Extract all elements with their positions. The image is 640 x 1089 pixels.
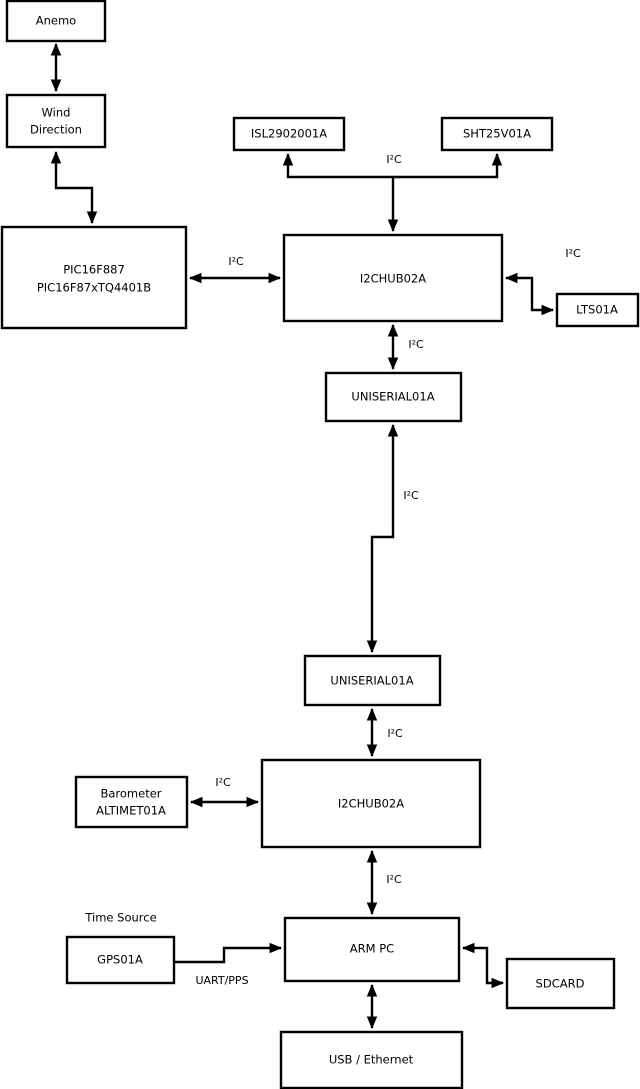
- edge-label-uniserial-bottom-hub: I²C: [387, 727, 403, 740]
- edge-arm-sdcard: [462, 942, 504, 989]
- node-usb-ethernet[interactable]: USB / Ethernet: [279, 1030, 464, 1089]
- node-gps01a[interactable]: GPS01A: [65, 935, 176, 985]
- node-label-gps01a: GPS01A: [97, 953, 143, 967]
- node-sdcard[interactable]: SDCARD: [505, 957, 616, 1010]
- node-label-barometer-line1: Barometer: [100, 787, 161, 801]
- node-label-pic-line2: PIC16F87xTQ4401B: [37, 281, 151, 295]
- node-label-uniserial01a-top: UNISERIAL01A: [351, 390, 434, 404]
- edge-label-isl-sht-bus: I²C: [386, 153, 402, 166]
- node-label-pic-line1: PIC16F887: [63, 263, 125, 277]
- node-label-barometer-line2: ALTIMET01A: [96, 804, 166, 818]
- node-arm-pc[interactable]: ARM PC: [283, 916, 461, 983]
- node-label-i2chub02a-top: I2CHUB02A: [360, 272, 426, 286]
- node-label-sht25v01a: SHT25V01A: [463, 127, 531, 141]
- edge-label-pic-hub: I²C: [228, 255, 244, 268]
- edge-hub-isl-sht: I²C: [282, 153, 503, 232]
- node-i2chub02a-top[interactable]: I2CHUB02A: [282, 233, 504, 323]
- edge-gps-arm: UART/PPS: [174, 942, 282, 987]
- edge-label-gps-arm: UART/PPS: [195, 974, 248, 987]
- node-i2chub02a-bottom[interactable]: I2CHUB02A: [260, 758, 482, 849]
- edge-uniserial-bottom-hub: I²C: [366, 708, 403, 757]
- node-lts01a[interactable]: LTS01A: [555, 292, 640, 328]
- node-isl2902001a[interactable]: ISL2902001A: [232, 116, 346, 152]
- edge-barometer-hub: I²C: [190, 776, 259, 808]
- edge-label-barometer-hub: I²C: [215, 776, 231, 789]
- node-label-i2chub02a-bottom: I2CHUB02A: [338, 797, 404, 811]
- edge-label-hub-lts: I²C: [565, 247, 581, 260]
- edge-hub-arm: I²C: [366, 850, 402, 915]
- node-sht25v01a[interactable]: SHT25V01A: [440, 116, 554, 152]
- node-barometer-altimet01a[interactable]: Barometer ALTIMET01A: [74, 775, 189, 829]
- node-label-lts01a: LTS01A: [576, 303, 618, 317]
- node-label-arm-pc: ARM PC: [350, 942, 394, 956]
- node-uniserial01a-top[interactable]: UNISERIAL01A: [324, 371, 463, 423]
- edge-hub-uniserial-top: I²C: [387, 324, 424, 370]
- node-label-sdcard: SDCARD: [536, 977, 585, 991]
- edge-pic-hub-top: I²C: [189, 255, 281, 284]
- edge-pic-wind-direction: [50, 151, 98, 224]
- node-label-uniserial01a-bottom: UNISERIAL01A: [330, 674, 413, 688]
- node-uniserial01a-bottom[interactable]: UNISERIAL01A: [303, 654, 442, 707]
- node-pic-microcontroller[interactable]: PIC16F887 PIC16F87xTQ4401B: [0, 225, 188, 330]
- edge-label-uniserial-link: I²C: [403, 489, 419, 502]
- node-label-isl2902001a: ISL2902001A: [251, 127, 327, 141]
- edge-uniserial-link: I²C: [366, 424, 419, 653]
- edge-hub-lts: I²C: [505, 247, 581, 316]
- node-label-anemo: Anemo: [36, 14, 76, 28]
- node-label-wind-direction-line2: Direction: [30, 123, 82, 137]
- edge-label-hub-uniserial-top: I²C: [408, 338, 424, 351]
- label-time-source: Time Source: [84, 911, 156, 925]
- node-anemo[interactable]: Anemo: [5, 0, 107, 43]
- node-label-usb-ethernet: USB / Ethernet: [329, 1053, 414, 1067]
- node-wind-direction[interactable]: Wind Direction: [5, 93, 107, 149]
- node-label-wind-direction-line1: Wind: [42, 106, 71, 120]
- edge-label-hub-arm: I²C: [386, 873, 402, 886]
